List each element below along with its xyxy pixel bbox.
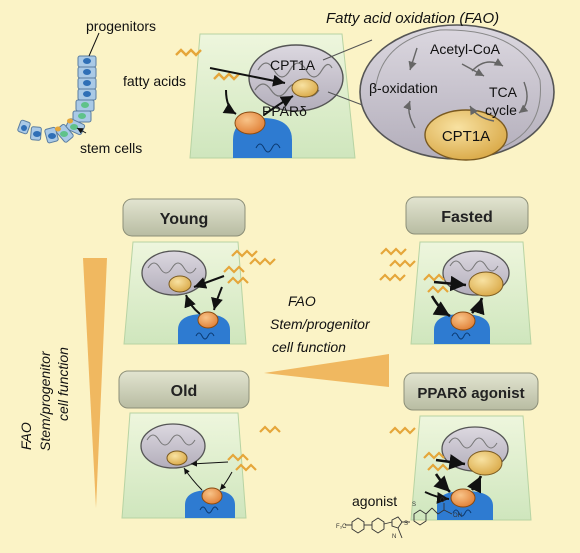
label-box-ppard-agonist: PPARδ agonist [403,372,539,411]
agonist-structure-atoms: F₃C S N S O OH [336,498,462,540]
svg-text:S: S [412,502,416,508]
svg-text:S: S [404,521,408,527]
left-gradient-line3: cell function [55,347,71,421]
left-gradient-wedge [83,258,107,508]
zoom-line-top [322,39,373,61]
agonist-structure [345,503,453,539]
left-gradient-line2: Stem/progenitor [37,350,53,451]
cpt1a-label: CPT1A [270,57,316,73]
beta-oxidation-label: β-oxidation [369,80,438,96]
progenitors-label: progenitors [86,18,156,34]
center-gradient-line1: FAO [288,293,316,309]
stem-cells-label: stem cells [80,140,142,156]
tca-label-line1: TCA [489,84,518,100]
svg-text:OH: OH [453,513,462,519]
fasted-label: Fasted [441,209,493,226]
center-gradient-wedge [264,354,389,387]
cell-ppard-agonist [389,415,532,521]
young-label: Young [160,211,209,228]
center-gradient-line2: Stem/progenitor [270,316,371,332]
label-box-young: Young [122,198,246,237]
cell-old [121,412,281,519]
old-label: Old [171,383,198,400]
svg-text:N: N [392,534,396,540]
intestinal-crypt [17,32,100,144]
cell-fasted [379,241,532,345]
left-gradient-line1: FAO [18,422,34,450]
svg-text:F₃C: F₃C [336,524,347,530]
label-box-old: Old [118,370,250,409]
fao-title: Fatty acid oxidation (FAO) [326,10,499,27]
svg-text:O: O [440,498,445,504]
cpt1a-big-label: CPT1A [442,128,490,145]
agonist-label: agonist [352,493,397,509]
center-gradient-line3: cell function [272,339,346,355]
label-box-fasted: Fasted [405,196,529,235]
mitochondrion-zoom [359,24,555,161]
ppard-label: PPARδ [262,103,307,119]
cell-young [123,241,276,345]
ppard-agonist-label: PPARδ agonist [417,385,524,402]
acetyl-coa-label: Acetyl-CoA [430,41,501,57]
tca-label-line2: cycle [485,102,517,118]
top-cell [175,33,356,159]
fatty-acids-label: fatty acids [123,73,186,89]
